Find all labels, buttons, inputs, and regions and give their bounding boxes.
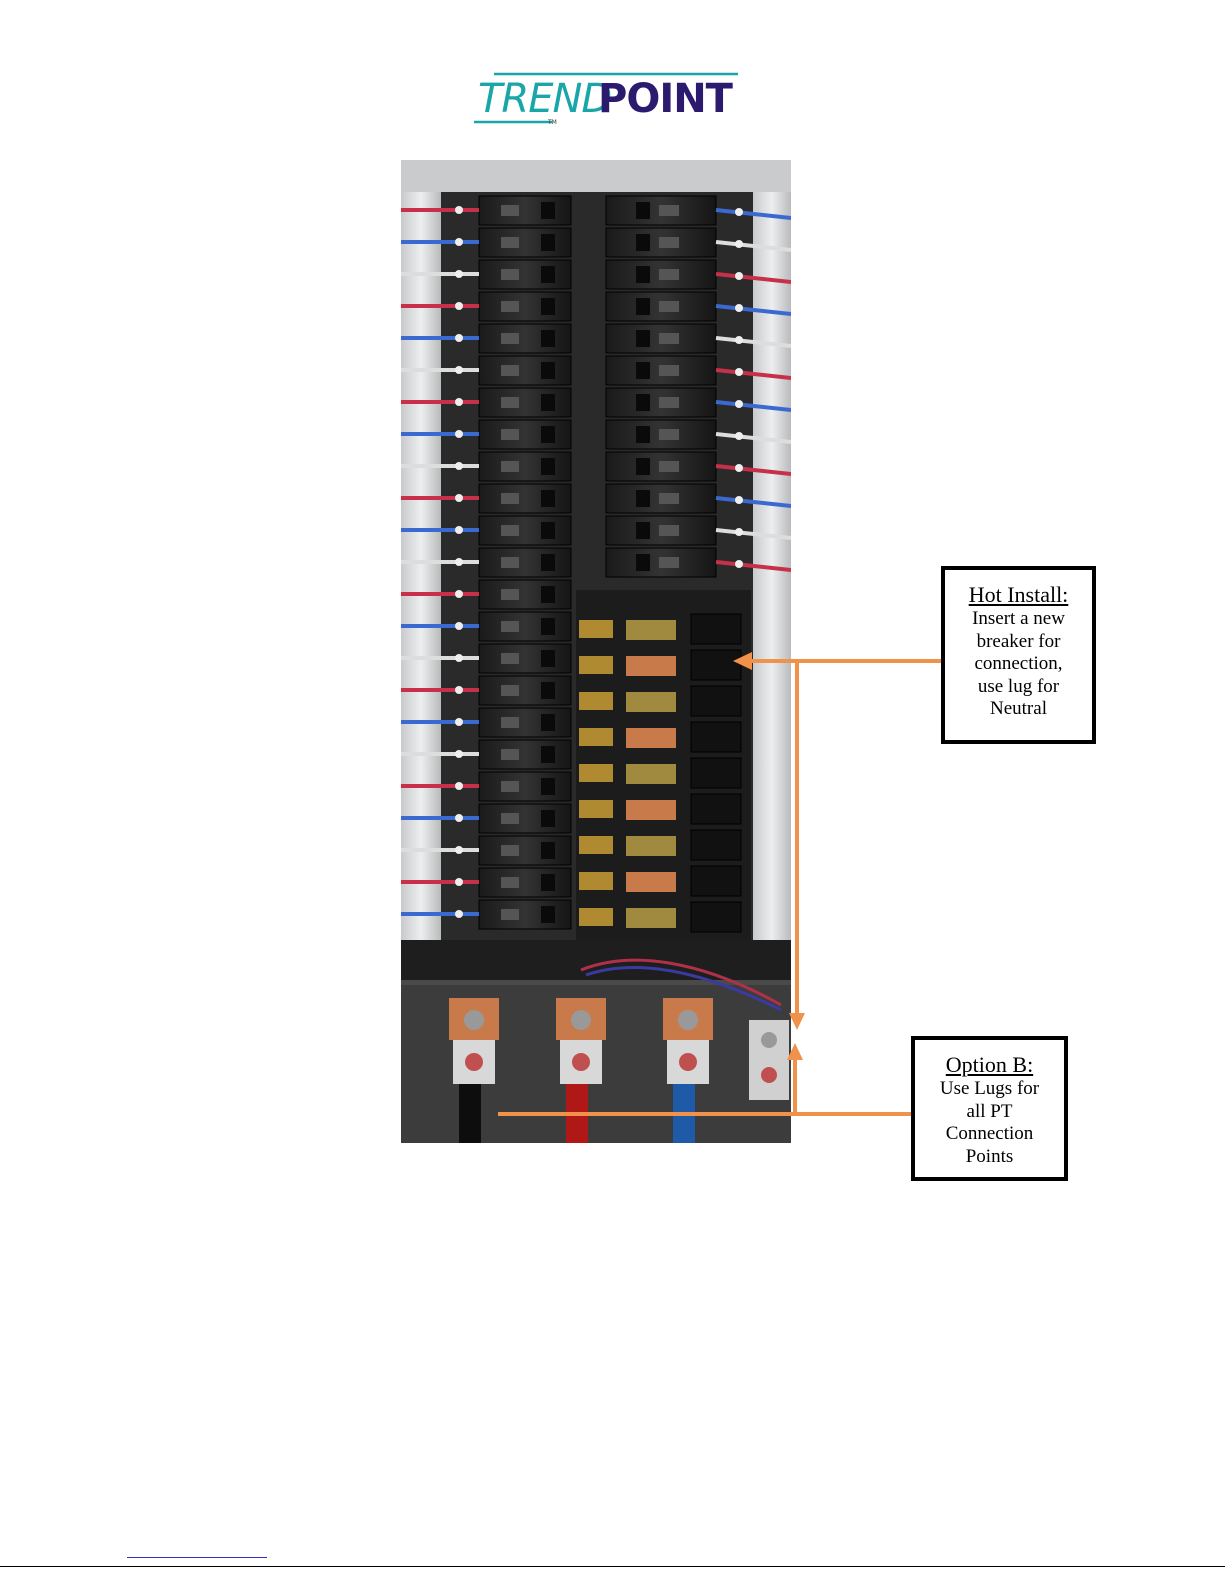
logo-trend: TREND	[478, 76, 611, 122]
lug-neutral	[749, 1020, 789, 1100]
hot-install-callout: Hot Install: Insert a new breaker for co…	[941, 566, 1096, 744]
option-b-text: Use Lugs for all PT Connection Points	[915, 1078, 1064, 1168]
hot-install-title: Hot Install:	[945, 582, 1092, 608]
logo-trademark: TM	[547, 119, 557, 126]
left-breaker-column	[401, 196, 571, 929]
trendpoint-logo: TREND POINT TM	[474, 66, 742, 128]
hot-install-text: Insert a new breaker for connection, use…	[945, 608, 1092, 721]
footer-rule	[0, 1566, 1225, 1567]
bus-bar-tabs	[579, 614, 741, 932]
lug-red	[556, 998, 606, 1084]
lug-blue	[663, 998, 713, 1084]
lug-black	[449, 998, 499, 1084]
arrow-head-down-icon	[789, 1013, 805, 1030]
electrical-panel-photo	[401, 160, 791, 1143]
logo-point: POINT	[598, 76, 734, 122]
option-b-callout: Option B: Use Lugs for all PT Connection…	[911, 1036, 1068, 1181]
footer-link-underline[interactable]	[127, 1557, 267, 1558]
option-b-title: Option B:	[915, 1052, 1064, 1078]
